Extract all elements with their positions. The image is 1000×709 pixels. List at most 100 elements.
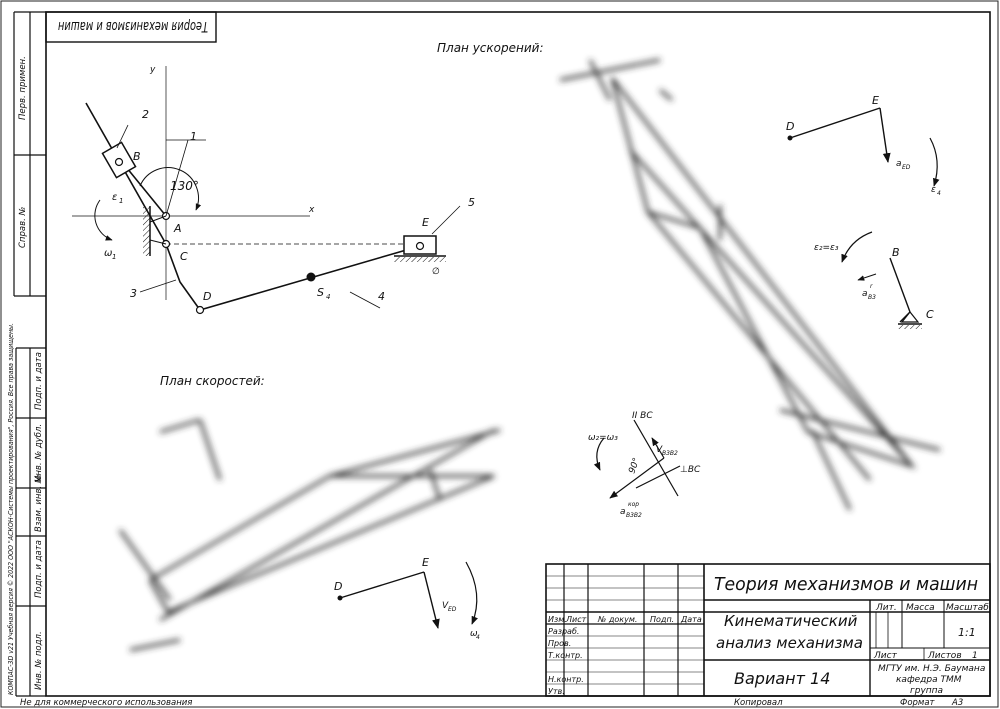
tb-col-podp: Подп. — [650, 615, 674, 624]
label-eps1-sub: 1 — [119, 197, 123, 205]
label-y: y — [149, 65, 156, 75]
accel-label-E: E — [872, 94, 879, 107]
velocity-plan-label: План скоростей: — [160, 374, 265, 388]
accel-label-a-sub: ED — [902, 164, 911, 171]
tb-col-list: Лист — [565, 615, 587, 624]
label-D: D — [203, 290, 211, 303]
tb-list: Лист — [873, 651, 898, 661]
label-S4: S — [317, 286, 324, 299]
strip-podp-data-1: Подп. и дата — [34, 352, 44, 410]
header-box: Теория механизмов и машин — [45, 11, 217, 43]
vel-label-E: E — [422, 556, 429, 569]
label-x: x — [308, 205, 315, 215]
cor-label-w23: ω₂=ω₃ — [588, 433, 618, 443]
tb-variant: Вариант 14 — [734, 669, 830, 688]
accel-label-ab-sub: B3 — [868, 294, 876, 301]
tb-prov: Пров. — [548, 639, 571, 648]
tb-masshtab: Масштаб — [946, 603, 989, 613]
label-E: E — [422, 216, 429, 229]
footer-noncommercial: Не для коммерческого использования — [20, 698, 192, 708]
vel-label-D: D — [334, 580, 342, 593]
part-4: 4 — [378, 290, 385, 303]
velocity-small-diagram — [337, 561, 478, 629]
acceleration-polygon — [559, 58, 941, 511]
footer-kopiroval: Копировал — [734, 698, 783, 708]
tb-tkontr: Т.контр. — [548, 651, 583, 660]
label-angle: 130° — [170, 179, 199, 193]
zero-mark: ∅ — [432, 267, 440, 277]
link-3 — [85, 102, 167, 245]
accel-label-C: C — [926, 308, 934, 321]
tb-org-1: МГТУ им. Н.Э. Баумана — [878, 664, 985, 674]
tb-massa: Масса — [906, 603, 935, 613]
tb-col-izm: Изм. — [548, 615, 567, 624]
cor-label-parBC: II BC — [632, 411, 653, 421]
link-3-lower — [165, 243, 201, 311]
strip-inv-dubl: Инв. № дубл. — [34, 424, 44, 482]
cor-label-angle: 90° — [627, 457, 642, 475]
cor-label-v: V — [656, 445, 663, 455]
strip-perv-primen: Перв. примен. — [18, 56, 28, 120]
mechanism-diagram — [72, 66, 461, 315]
accel-label-ab-sup: r — [870, 283, 873, 290]
label-S4-sub: 4 — [326, 293, 330, 301]
accel-label-eps-sub: 4 — [937, 190, 941, 197]
vel-label-w-sub: 4 — [476, 634, 480, 641]
label-A: A — [173, 222, 182, 235]
tb-main-title: Теория механизмов и машин — [714, 574, 978, 595]
strip-sprav-no: Справ. № — [18, 206, 28, 248]
label-om1-sub: 1 — [112, 253, 116, 261]
tb-scale-val: 1:1 — [958, 626, 976, 639]
cor-label-a-sup: кор — [628, 501, 639, 508]
tb-col-doc: № докум. — [597, 615, 637, 624]
strip-copyright: КОМПАС-3D v21 Учебная версия © 2022 ООО … — [7, 323, 15, 695]
left-strip — [13, 11, 46, 697]
label-eps1: ε — [112, 192, 118, 203]
tb-doc-name-1: Кинематический — [724, 612, 858, 630]
velocity-polygon — [118, 418, 501, 652]
vel-label-v: V — [442, 601, 449, 611]
header-box-title: Теория механизмов и машин — [58, 18, 208, 34]
strip-podp-data-2: Подп. и дата — [34, 540, 44, 598]
footer-format: Формат — [900, 698, 936, 708]
cor-label-a-sub: B3B2 — [626, 512, 642, 519]
center-S4 — [306, 272, 316, 282]
vel-label-w: ω — [470, 629, 478, 639]
strip-vzam-inv: Взам. инв. № — [34, 474, 44, 532]
label-C: C — [180, 250, 188, 263]
accel-small-diagram — [787, 107, 940, 329]
cor-label-a: a — [620, 507, 626, 517]
tb-lit: Лит. — [875, 603, 897, 613]
part-3: 3 — [130, 287, 137, 300]
inner-frame — [45, 11, 991, 697]
accel-label-D: D — [786, 120, 794, 133]
strip-inv-podl: Инв. № подл. — [34, 631, 44, 690]
tb-doc-name-2: анализ механизма — [716, 634, 863, 652]
tb-nkontr: Н.контр. — [548, 675, 584, 684]
cor-label-v-sub: B3B2 — [662, 450, 678, 457]
accel-label-eps: ε — [931, 185, 936, 195]
tb-org-3: группа — [910, 686, 943, 696]
part-1: 1 — [190, 130, 197, 143]
label-B: B — [133, 150, 141, 163]
tb-org-2: кафедра ТММ — [896, 675, 962, 685]
joint-D — [195, 305, 205, 315]
coriolis-diagram — [593, 419, 681, 499]
accel-plan-label: План ускорений: — [437, 41, 543, 55]
footer-format-val: А3 — [951, 698, 963, 708]
part-2: 2 — [142, 108, 149, 121]
tb-listov-val: 1 — [972, 651, 978, 661]
label-om1: ω — [104, 248, 112, 259]
tb-razrab: Разраб. — [548, 627, 579, 636]
accel-label-eps23: ε₂=ε₃ — [814, 243, 839, 253]
vel-label-v-sub: ED — [448, 606, 457, 613]
accel-label-ab: a — [862, 289, 868, 299]
part-5: 5 — [468, 196, 475, 209]
tb-listov: Листов — [927, 651, 962, 661]
cor-label-perpBC: ⊥BC — [680, 465, 701, 475]
accel-label-a: a — [896, 159, 902, 169]
accel-label-B: B — [892, 246, 900, 259]
title-block — [545, 563, 991, 697]
